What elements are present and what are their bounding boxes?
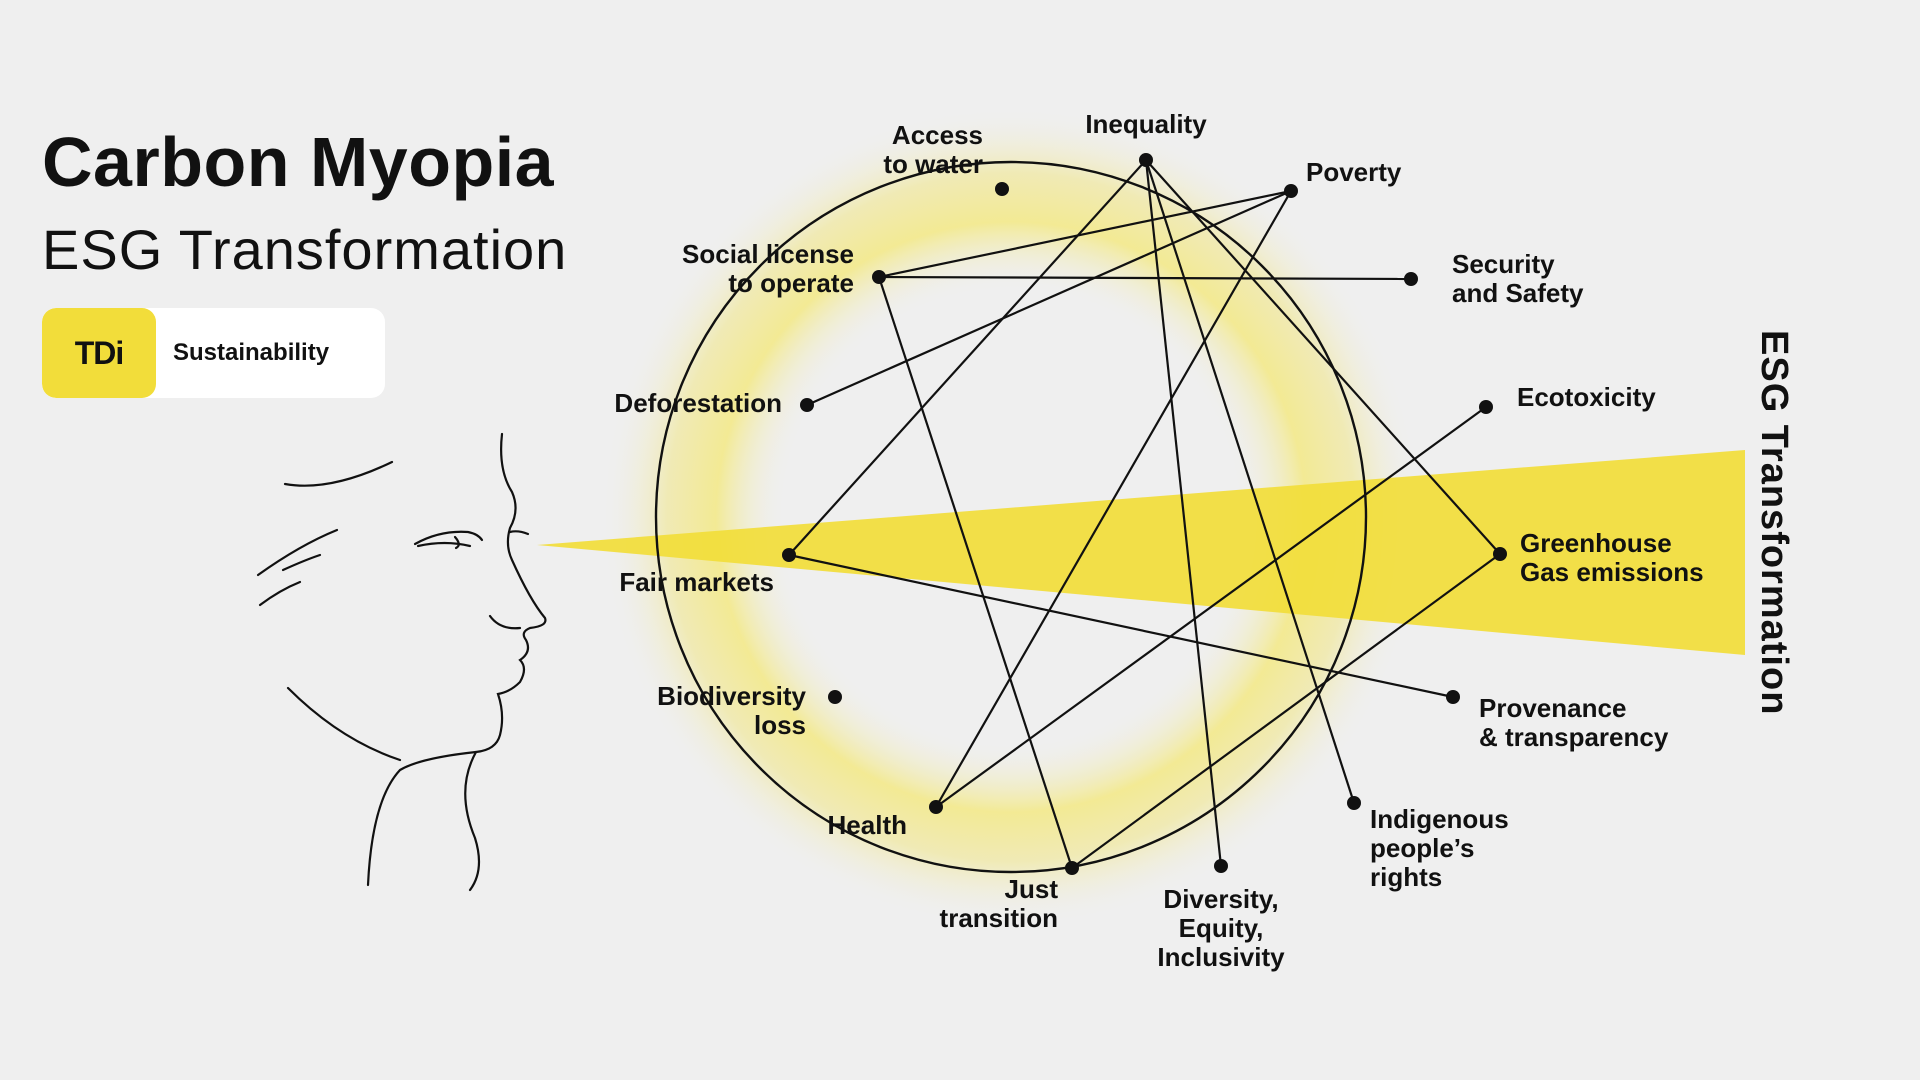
node-label-inequality: Inequality [1085,109,1207,139]
node-label-health: Health [828,810,907,840]
node-label-poverty: Poverty [1306,157,1402,187]
node-label-line: Just [1005,874,1059,904]
node-dot-deforestation [800,398,814,412]
node-dot-ecotoxicity [1479,400,1493,414]
node-dot-biodiversity [828,690,842,704]
node-label-line: Gas emissions [1520,557,1704,587]
edge-layer [788,159,1501,869]
node-dot-poverty [1284,184,1298,198]
edge-social-just [877,276,1074,869]
badge-label: Sustainability [173,339,330,366]
node-label-line: to water [883,149,983,179]
node-label-line: Provenance [1479,693,1626,723]
node-label-line: to operate [728,268,854,298]
node-label-line: Social license [682,239,854,269]
vision-beam [537,450,1745,655]
page-title: Carbon Myopia [42,123,555,201]
node-label-line: Greenhouse [1520,528,1672,558]
node-label-provenance: Provenance& transparency [1479,693,1669,752]
edge-inequality-ghg [1145,159,1501,555]
node-label-line: Indigenous [1370,804,1509,834]
node-label-deforestation: Deforestation [614,388,782,418]
node-label-line: Poverty [1306,157,1402,187]
node-label-line: & transparency [1479,722,1669,752]
node-dot-water [995,182,1009,196]
node-label-ecotoxicity: Ecotoxicity [1517,382,1656,412]
node-label-line: rights [1370,862,1442,892]
node-label-line: Inequality [1085,109,1207,139]
node-label-line: Equity, [1179,913,1264,943]
edge-fair-provenance [788,553,1454,699]
edge-inequality-fair [788,159,1147,556]
node-dot-indigenous [1347,796,1361,810]
network-circle [654,160,1368,874]
node-label-line: loss [754,710,806,740]
node-label-line: and Safety [1452,278,1584,308]
node-dot-just [1065,861,1079,875]
edge-poverty-health [935,190,1292,808]
node-label-fair: Fair markets [619,567,774,597]
node-dot-ghg [1493,547,1507,561]
node-dot-fair [782,548,796,562]
node-label-line: Health [828,810,907,840]
sustainability-badge: TDi Sustainability [42,308,385,398]
node-dot-health [929,800,943,814]
edge-social-security [878,275,1412,281]
side-label: ESG Transformation [1753,330,1795,716]
face-profile [256,432,547,892]
node-dot-provenance [1446,690,1460,704]
node-label-line: transition [940,903,1058,933]
page-subtitle: ESG Transformation [42,218,568,281]
node-label-line: Fair markets [619,567,774,597]
node-dot-dei [1214,859,1228,873]
edge-poverty-deforestation [806,189,1292,407]
edge-ecotoxicity-health [935,406,1487,808]
node-label-line: Ecotoxicity [1517,382,1656,412]
edge-ghg-just [1071,553,1501,869]
node-label-line: Diversity, [1163,884,1278,914]
node-label-line: Inclusivity [1157,942,1285,972]
edge-poverty-social [878,189,1292,279]
edge-inequality-indigenous [1144,159,1356,804]
node-label-line: Deforestation [614,388,782,418]
node-label-line: Biodiversity [657,681,806,711]
node-label-line: Access [892,120,983,150]
node-label-line: people’s [1370,833,1475,863]
node-label-dei: Diversity,Equity,Inclusivity [1157,884,1285,972]
tdi-logo: TDi [42,308,156,398]
node-dot-security [1404,272,1418,286]
node-dot-social [872,270,886,284]
node-dot-inequality [1139,153,1153,167]
node-label-line: Security [1452,249,1555,279]
